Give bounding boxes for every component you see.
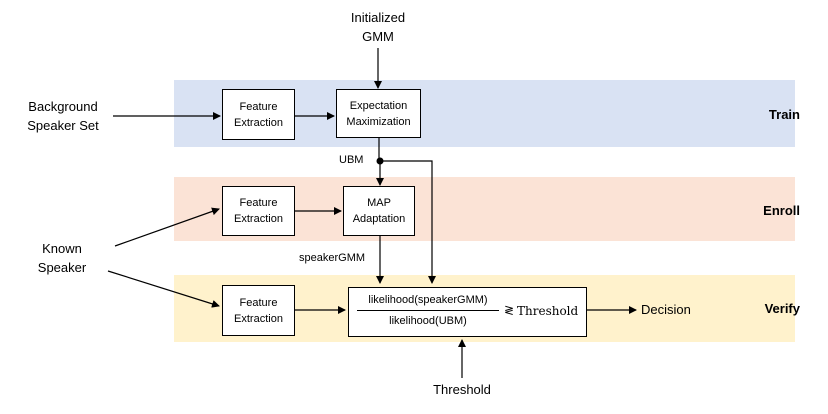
known-speaker-label: Known Speaker [37, 241, 87, 275]
decision-label: Decision [641, 302, 691, 317]
feature-extraction-enroll-box: Feature Extraction [222, 186, 295, 236]
comparison-operator: ≷ [504, 303, 515, 317]
feature-extraction-train-box: Feature Extraction [222, 89, 295, 140]
arrow-known-to-fe-verify [107, 270, 220, 308]
train-label: Train [768, 107, 800, 122]
verify-label: Verify [764, 301, 800, 316]
map-adaptation-box: MAP Adaptation [343, 186, 415, 236]
initialized-gmm-label: Initialized GMM [350, 10, 406, 44]
expectation-maximization-box: Expectation Maximization [336, 89, 421, 138]
arrow-known-to-fe-enroll [114, 207, 220, 247]
threshold-input-label: Threshold [433, 382, 491, 397]
formula-threshold: Threshold [517, 304, 579, 318]
ubm-label: UBM [339, 154, 364, 166]
speaker-gmm-label: speakerGMM [299, 252, 366, 264]
background-speaker-set-label: Background Speaker Set [27, 99, 99, 133]
fraction-bar [357, 310, 499, 311]
formula-denominator: likelihood(UBM) [389, 315, 467, 327]
formula-numerator: likelihood(speakerGMM) [368, 294, 488, 306]
feature-extraction-verify-box: Feature Extraction [222, 285, 295, 336]
likelihood-ratio-box: likelihood(speakerGMM) likelihood(UBM) ≷… [348, 287, 587, 337]
enroll-label: Enroll [763, 203, 800, 218]
arrow-ubm-to-formula [380, 160, 436, 284]
